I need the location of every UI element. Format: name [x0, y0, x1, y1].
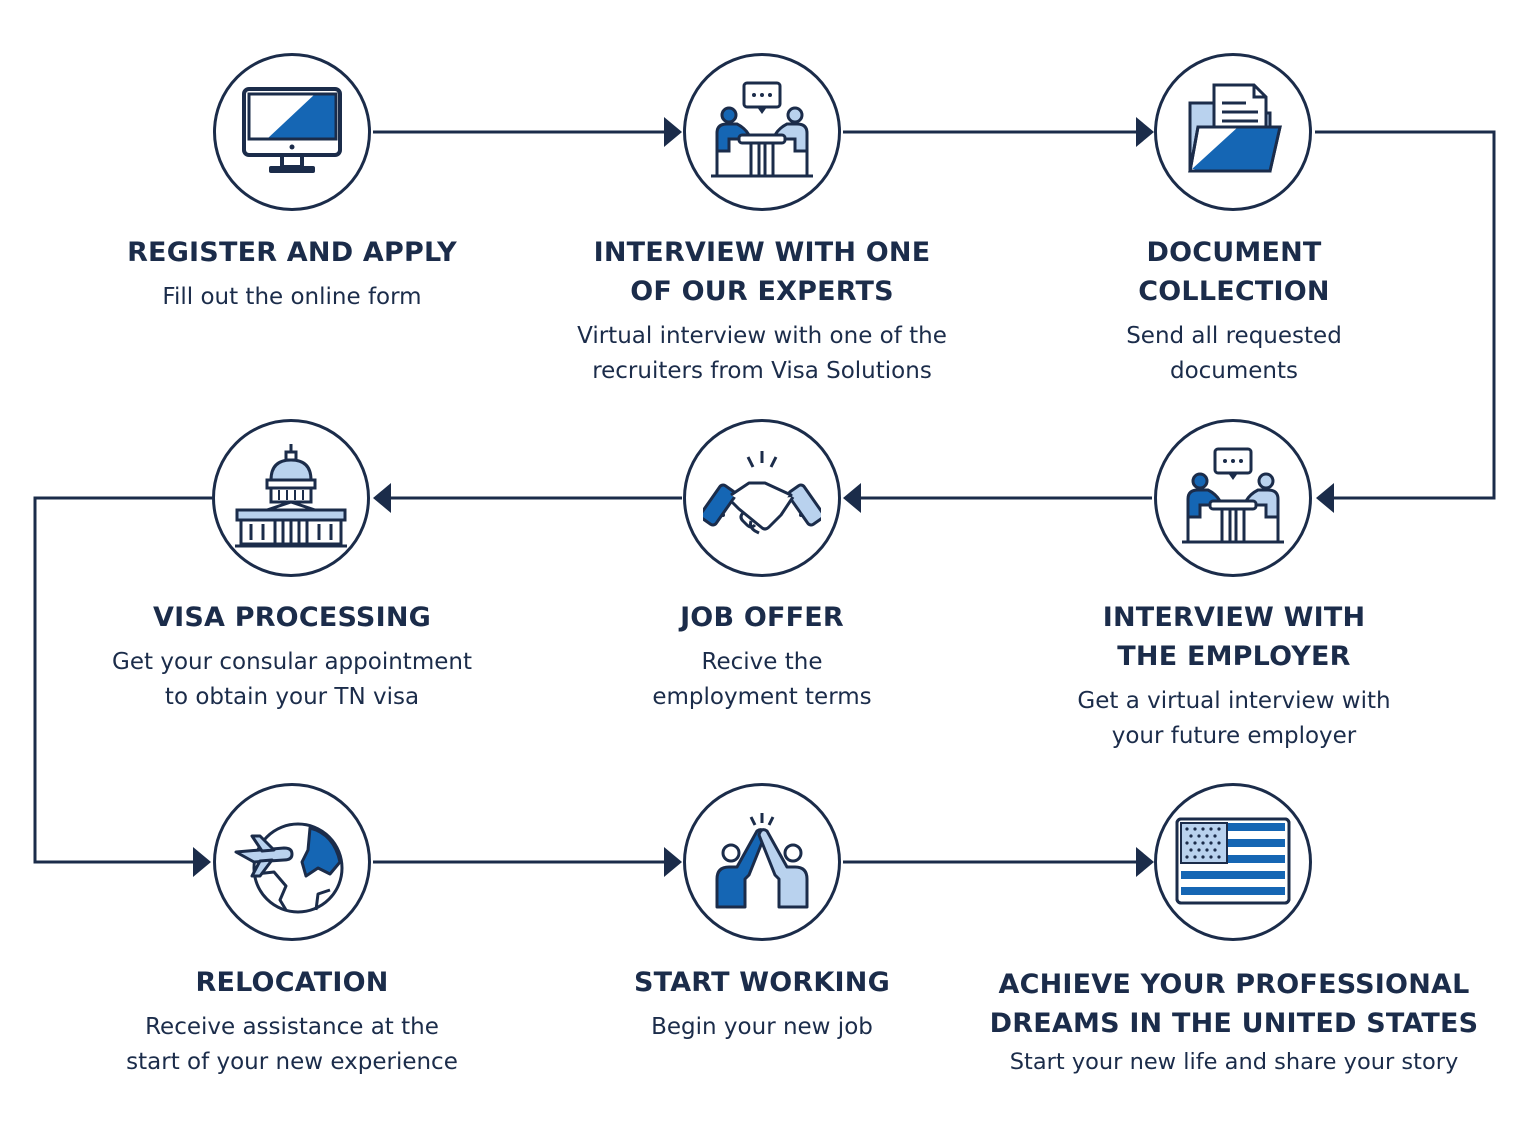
arrowhead-to-step-9 — [1136, 847, 1154, 877]
arrowhead-to-step-4 — [1316, 483, 1334, 513]
capitol-building-icon — [235, 444, 347, 548]
step-title: REGISTER AND APPLY — [127, 237, 457, 268]
arrowhead-to-step-6 — [373, 483, 391, 513]
step-2-circle — [683, 53, 841, 211]
arrowhead-to-step-2 — [664, 117, 682, 147]
step-achieve-dreams: ACHIEVE YOUR PROFESSIONAL DREAMS IN THE … — [974, 965, 1494, 1080]
arrowhead-to-step-7 — [193, 847, 211, 877]
step-description: Receive assistance at the start of your … — [126, 1014, 458, 1075]
step-description: Virtual interview with one of the recrui… — [577, 323, 947, 384]
computer-monitor-icon — [242, 87, 342, 173]
step-document-collection: DOCUMENT COLLECTION Send all requested d… — [1004, 233, 1464, 389]
step-description: Get your consular appointment to obtain … — [112, 649, 472, 710]
step-title: RELOCATION — [195, 967, 389, 998]
arrowhead-to-step-5 — [843, 483, 861, 513]
step-interview-with-employer: INTERVIEW WITH THE EMPLOYER Get a virtua… — [1004, 598, 1464, 754]
step-register-and-apply: REGISTER AND APPLY Fill out the online f… — [62, 233, 522, 315]
step-3-circle — [1154, 53, 1312, 211]
step-visa-processing: VISA PROCESSING Get your consular appoin… — [62, 598, 522, 715]
step-title: START WORKING — [634, 967, 890, 998]
high-five-icon — [715, 813, 809, 909]
arrowhead-to-step-3 — [1136, 117, 1154, 147]
step-description: Send all requested documents — [1126, 323, 1342, 384]
handshake-icon — [703, 451, 821, 535]
connector-3-4 — [1315, 130, 1496, 500]
step-title: DOCUMENT COLLECTION — [1138, 237, 1330, 307]
globe-airplane-icon — [234, 822, 344, 914]
step-title: INTERVIEW WITH ONE OF OUR EXPERTS — [593, 237, 931, 307]
step-title: JOB OFFER — [680, 602, 844, 633]
step-description: Get a virtual interview with your future… — [1077, 688, 1391, 749]
step-description: Start your new life and share your story — [1009, 1049, 1459, 1075]
step-description: Begin your new job — [651, 1014, 873, 1040]
step-7-circle — [213, 783, 371, 941]
meeting-table-icon — [711, 81, 813, 178]
step-start-working: START WORKING Begin your new job — [532, 963, 992, 1045]
step-relocation: RELOCATION Receive assistance at the sta… — [62, 963, 522, 1080]
step-1-circle — [213, 53, 371, 211]
step-title: ACHIEVE YOUR PROFESSIONAL DREAMS IN THE … — [989, 969, 1479, 1039]
step-6-circle — [212, 419, 370, 577]
meeting-table-icon — [1182, 447, 1284, 544]
step-description: Recive the employment terms — [652, 649, 872, 710]
connector-6-7 — [33, 496, 212, 864]
step-title: VISA PROCESSING — [153, 602, 431, 633]
step-9-circle — [1154, 783, 1312, 941]
arrowhead-to-step-8 — [664, 847, 682, 877]
step-description: Fill out the online form — [162, 284, 422, 310]
step-8-circle — [683, 783, 841, 941]
step-title: INTERVIEW WITH THE EMPLOYER — [1102, 602, 1366, 672]
step-job-offer: JOB OFFER Recive the employment terms — [532, 598, 992, 715]
step-5-circle — [683, 419, 841, 577]
document-folder-icon — [1188, 83, 1282, 173]
step-interview-with-experts: INTERVIEW WITH ONE OF OUR EXPERTS Virtua… — [532, 233, 992, 389]
us-flag-icon — [1175, 817, 1291, 905]
step-4-circle — [1154, 419, 1312, 577]
